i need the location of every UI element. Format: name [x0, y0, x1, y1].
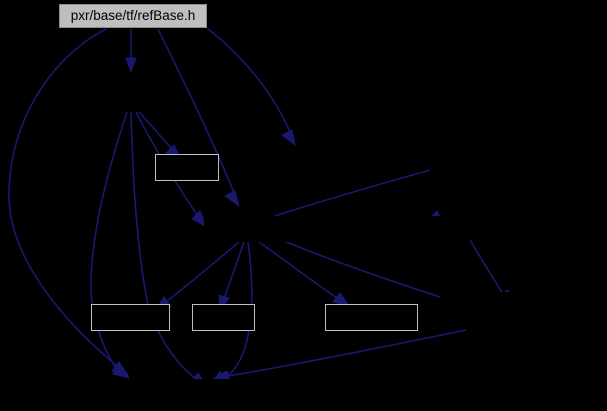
graph-edge	[269, 234, 457, 303]
graph-node[interactable]	[155, 154, 219, 181]
graph-node-root[interactable]: pxr/base/tf/refBase.h	[59, 4, 207, 28]
graph-edge	[469, 239, 504, 295]
graph-edge	[90, 111, 128, 371]
graph-node[interactable]	[440, 292, 528, 316]
arrowhead-icon	[191, 210, 209, 229]
graph-edge	[258, 241, 338, 299]
graph-edge	[207, 28, 291, 133]
graph-node[interactable]	[418, 216, 502, 240]
graph-edge	[157, 28, 235, 194]
graph-node[interactable]	[325, 304, 418, 331]
graph-node[interactable]	[91, 304, 170, 331]
graph-edge	[274, 169, 431, 217]
graph-node-label: pxr/base/tf/refBase.h	[70, 8, 196, 24]
graph-edge	[223, 241, 245, 300]
edges-group	[8, 28, 512, 387]
arrowhead-icon	[112, 364, 131, 379]
graph-node[interactable]	[192, 304, 255, 331]
arrowhead-icon	[224, 190, 240, 208]
graph-edge	[130, 111, 197, 380]
graph-node[interactable]	[172, 379, 260, 403]
graph-edge	[8, 28, 118, 367]
graph-node[interactable]	[204, 218, 296, 242]
arrowhead-icon	[125, 57, 137, 74]
graph-edge	[165, 241, 240, 303]
graph-node[interactable]	[92, 379, 180, 403]
graph-node[interactable]	[86, 88, 178, 112]
arrowhead-icon	[281, 129, 296, 147]
graph-edge	[138, 111, 175, 152]
graph-edge	[227, 329, 467, 377]
